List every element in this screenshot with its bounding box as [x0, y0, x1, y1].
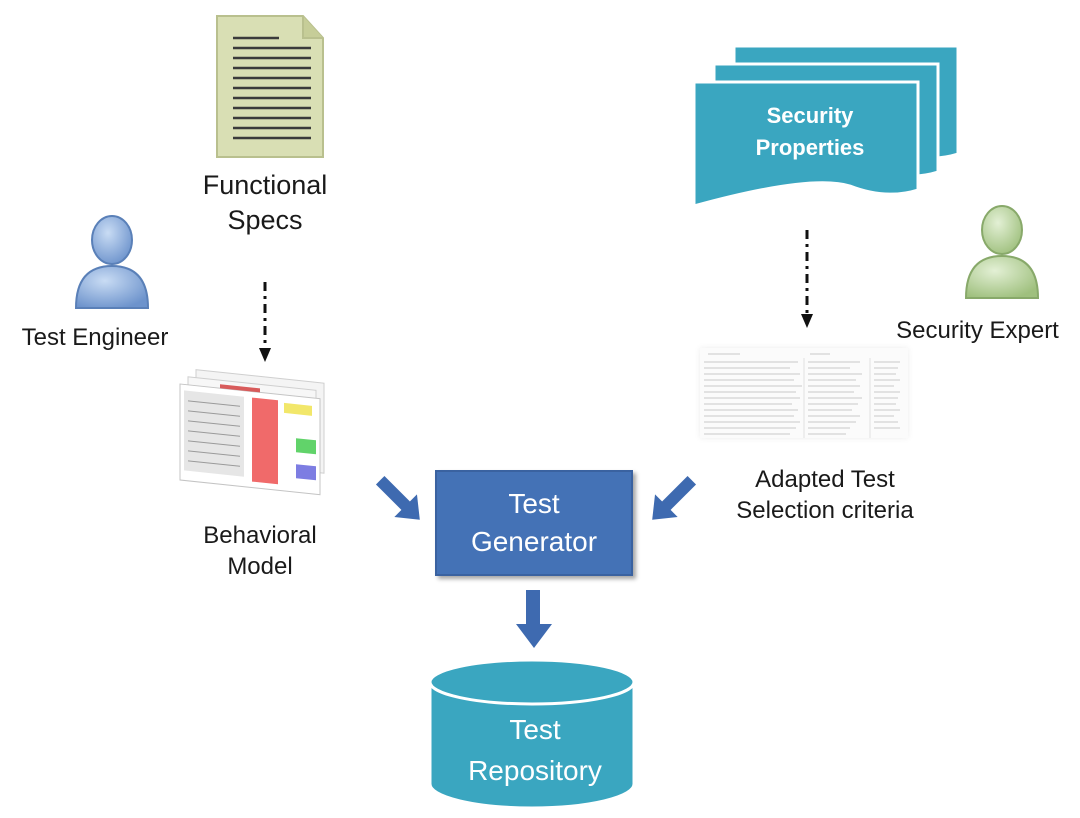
document-icon [216, 15, 324, 158]
spreadsheet-stack-icon [179, 369, 325, 496]
functional-specs-label: Functional Specs [202, 170, 328, 236]
arrow-generator-to-repository [516, 590, 552, 648]
dashed-arrow-properties-to-criteria [801, 230, 813, 328]
database-icon [428, 658, 636, 810]
person-icon [74, 215, 150, 309]
security-properties-label: Security Properties [755, 103, 865, 160]
security-expert-label: Security Expert [896, 317, 1059, 344]
arrow-model-to-generator [375, 475, 420, 520]
dashed-arrow-specs-to-model [259, 282, 271, 362]
multi-document-icon [692, 44, 960, 208]
behavioral-model-label: Behavioral Model [203, 522, 317, 581]
table-thumbnail-icon [700, 348, 908, 438]
adapted-criteria-label: Adapted Test Selection criteria [736, 466, 914, 525]
test-generator-box: Test Generator [435, 470, 633, 576]
arrow-criteria-to-generator [652, 475, 697, 520]
test-repository-label: Test Repository [468, 714, 602, 786]
person-icon [964, 205, 1040, 299]
test-engineer-label: Test Engineer [21, 324, 169, 351]
